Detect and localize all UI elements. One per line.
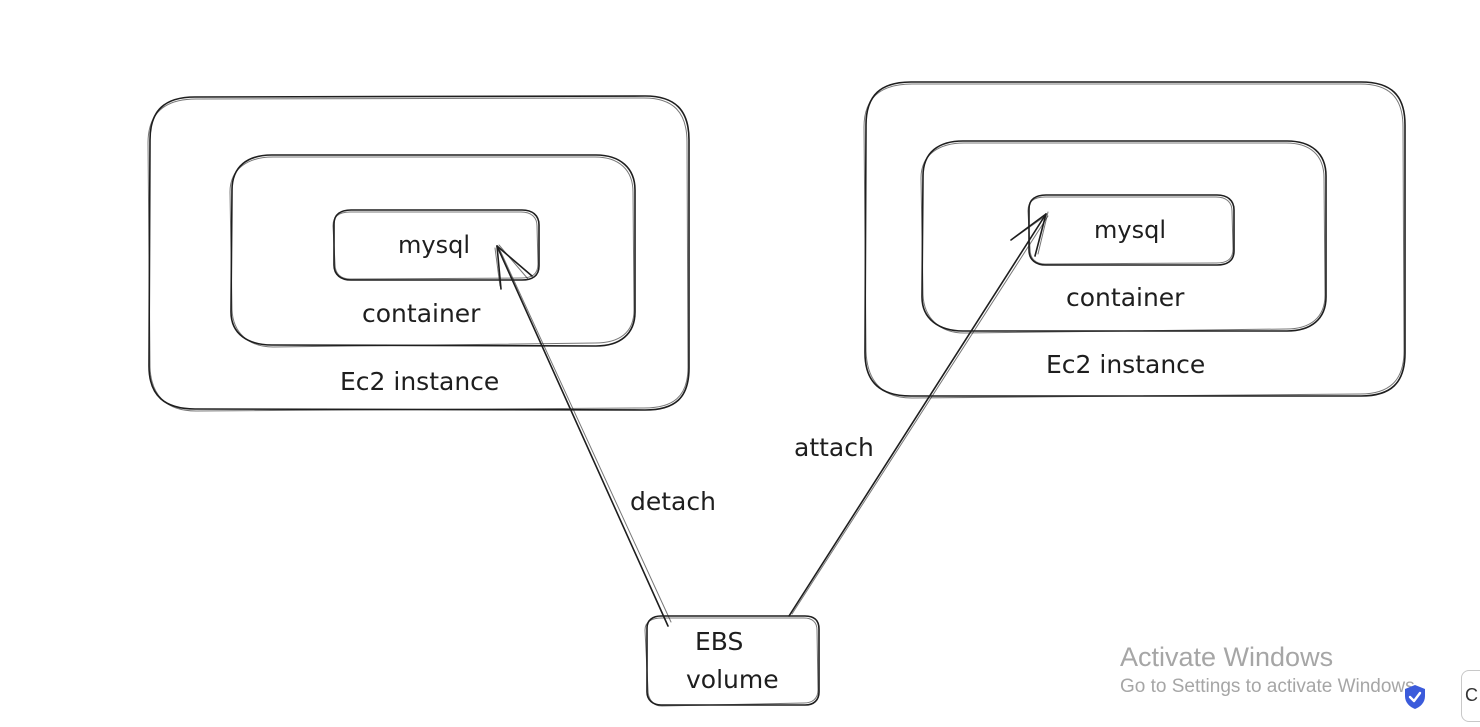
detach-arrow[interactable] [494,244,672,627]
left-container[interactable]: container [229,154,636,348]
windows-activation-watermark: Activate Windows Go to Settings to activ… [1120,640,1420,700]
shield-check-icon[interactable] [1403,684,1427,710]
watermark-title: Activate Windows [1120,642,1334,672]
right-mysql-label: mysql [1094,216,1166,244]
watermark-subtitle: Go to Settings to activate Windows. [1120,676,1420,697]
corner-tab-glyph: C [1465,685,1478,705]
right-container-label: container [1066,283,1185,312]
detach-label: detach [630,487,716,516]
left-mysql-label: mysql [398,231,470,259]
right-ec2-instance[interactable]: Ec2 instance [863,81,1406,399]
left-ec2-instance[interactable]: Ec2 instance [147,95,690,412]
attach-arrow[interactable] [788,211,1049,617]
ebs-volume-box[interactable]: EBS volume [644,615,820,707]
ebs-label-line1: EBS [695,627,743,656]
right-mysql-box[interactable]: mysql [1027,194,1235,266]
left-container-label: container [362,299,481,328]
ebs-label-line2: volume [686,665,779,694]
left-ec2-label: Ec2 instance [340,367,499,396]
attach-label: attach [794,433,874,462]
left-mysql-box[interactable]: mysql [332,209,540,281]
corner-panel-tab[interactable]: C [1461,670,1480,722]
right-ec2-label: Ec2 instance [1046,350,1205,379]
right-container[interactable]: container [920,140,1327,334]
